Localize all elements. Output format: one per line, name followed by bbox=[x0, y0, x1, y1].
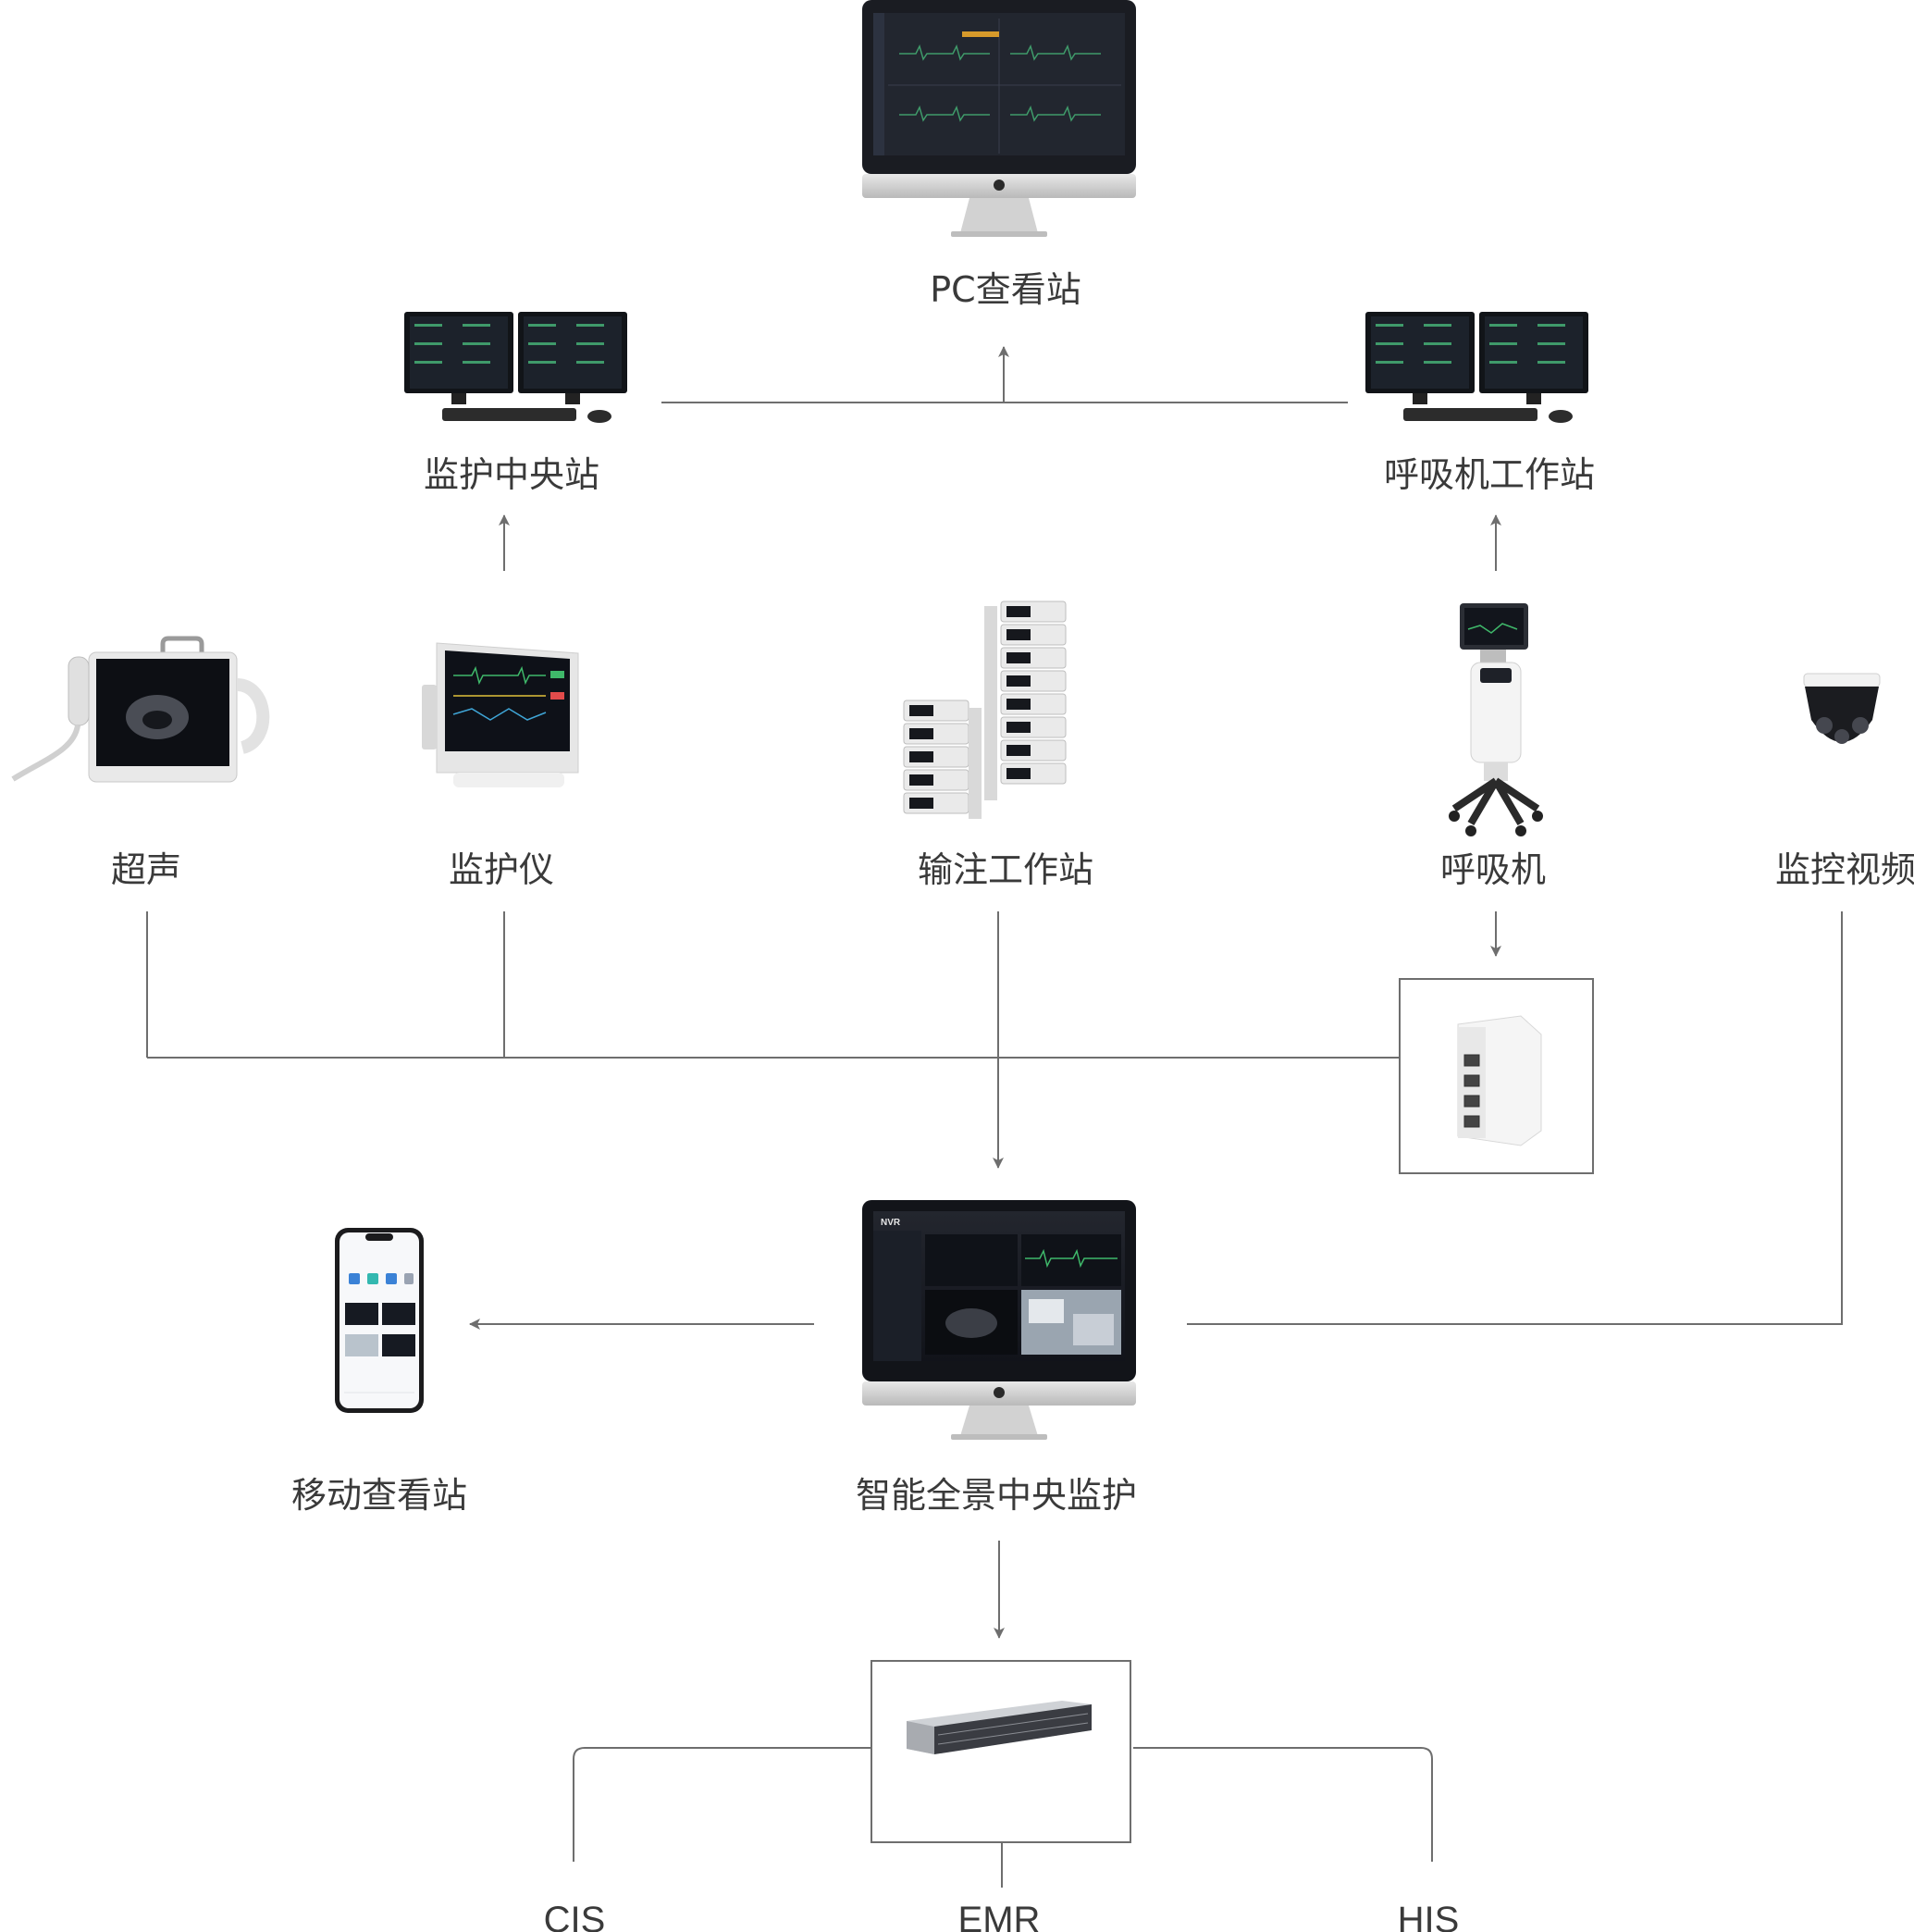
label-monitor: 监护仪 bbox=[449, 849, 554, 890]
mobile-phone-icon bbox=[335, 1228, 424, 1413]
label-ventilator: 呼吸机 bbox=[1440, 849, 1546, 890]
ultrasound-icon bbox=[11, 636, 270, 783]
label-his: HIS bbox=[1398, 1900, 1460, 1932]
label-ventilator-workstation: 呼吸机工作站 bbox=[1384, 454, 1595, 495]
label-mobile-station: 移动查看站 bbox=[291, 1475, 467, 1516]
label-cis: CIS bbox=[544, 1900, 606, 1932]
infusion-workstation-icon bbox=[903, 601, 1067, 819]
smart-central-monitor-icon: NVR bbox=[862, 1200, 1136, 1440]
nvr-logo: NVR bbox=[881, 1218, 901, 1228]
link-his bbox=[1133, 1747, 1433, 1862]
central-monitor-station-icon bbox=[404, 312, 627, 423]
connections bbox=[146, 346, 1843, 1888]
label-emr: EMR bbox=[958, 1900, 1041, 1932]
label-pc-station: PC查看站 bbox=[930, 269, 1080, 310]
label-ultrasound: 超声 bbox=[111, 849, 181, 890]
video-link bbox=[1187, 911, 1843, 1325]
ventilator-icon bbox=[1449, 603, 1543, 836]
patient-monitor-icon bbox=[422, 642, 579, 787]
link-cis bbox=[573, 1747, 871, 1862]
pc-station-icon bbox=[862, 0, 1136, 237]
surveillance-camera-icon bbox=[1803, 673, 1881, 744]
node-labels: PC查看站 监护中央站 呼吸机工作站 超声 监护仪 输注工作站 呼吸机 监控视频… bbox=[111, 269, 1914, 1932]
label-smart-central-monitor: 智能全景中央监护 bbox=[856, 1475, 1137, 1516]
label-central-monitor-station: 监护中央站 bbox=[424, 454, 599, 495]
label-infusion-workstation: 输注工作站 bbox=[918, 849, 1093, 890]
ventilator-workstation-icon bbox=[1365, 312, 1588, 423]
converter-box bbox=[1399, 978, 1594, 1174]
server-box bbox=[871, 1660, 1131, 1843]
label-surveillance-video: 监控视频 bbox=[1775, 849, 1914, 890]
